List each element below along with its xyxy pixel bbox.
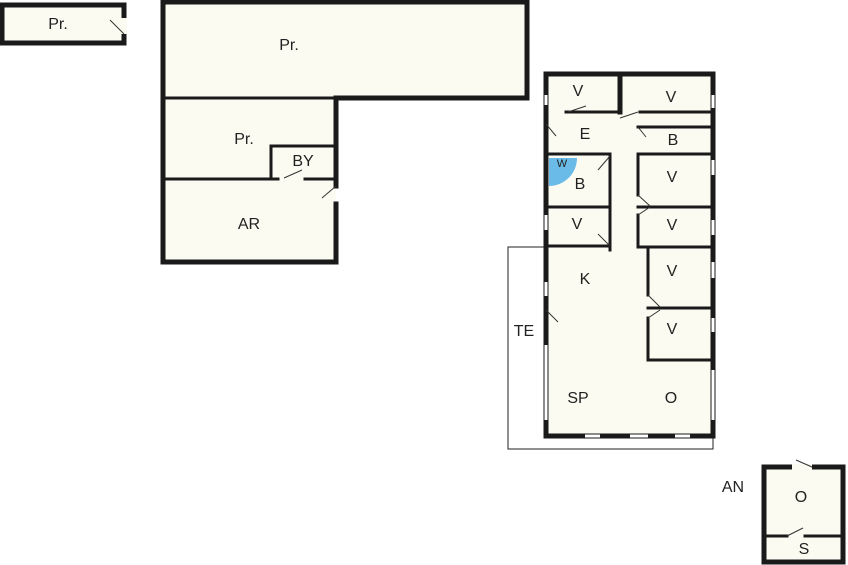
building-left-floor (163, 2, 527, 262)
room-label-pr-mid: Pr. (234, 131, 254, 148)
door-ar-exterior (321, 185, 337, 199)
annex: AN O S (722, 459, 846, 565)
building-main-floor (546, 74, 713, 436)
room-label-v6: V (667, 263, 678, 280)
room-label-s: S (799, 541, 810, 558)
room-label-o-main: O (665, 390, 677, 407)
annex-floor (764, 467, 843, 562)
building-left: Pr. Pr. BY AR (160, 0, 530, 265)
room-label-v2: V (666, 89, 677, 106)
room-label-v3: V (667, 169, 678, 186)
room-floor (2, 5, 124, 43)
room-label-b1: B (575, 176, 586, 193)
room-label-e: E (580, 126, 591, 143)
doors (545, 105, 661, 323)
room-label-o-small: O (795, 489, 807, 506)
annex-door-s (786, 527, 804, 537)
room-label-te: TE (514, 323, 534, 340)
wc-highlight (549, 158, 577, 186)
building-main: V V E B W B V V V V K V SP O (543, 71, 716, 439)
terrace-outline (507, 246, 714, 450)
door-by (283, 169, 303, 179)
room-label-by: BY (292, 153, 314, 170)
room-label-pr-top: Pr. (279, 37, 299, 54)
room-label-sp: SP (567, 390, 588, 407)
door (109, 19, 125, 35)
building-left-outer-wall-2 (160, 0, 339, 265)
room-label-pr-small: Pr. (48, 16, 68, 33)
room-label-an: AN (722, 479, 744, 496)
room-label-v5: V (572, 216, 583, 233)
shed-pr-small: Pr. (0, 2, 127, 46)
building-left-outer-wall (160, 0, 530, 189)
room-label-v1: V (573, 83, 584, 100)
annex-door-exterior (795, 459, 813, 468)
room-label-ar: AR (238, 216, 260, 233)
room-label-k: K (580, 271, 591, 288)
building-main-outer-wall (543, 71, 716, 439)
room-label-b2: B (668, 132, 679, 149)
room-label-w: W (557, 158, 568, 170)
windows (544, 95, 715, 438)
room-label-v7: V (667, 321, 678, 338)
room-label-v4: V (667, 217, 678, 234)
